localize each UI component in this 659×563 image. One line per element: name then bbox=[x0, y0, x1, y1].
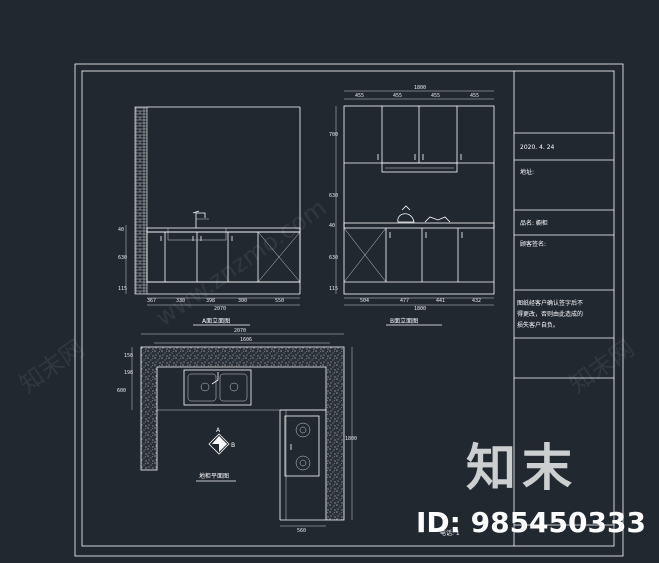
plan-top-inner: 1606 bbox=[240, 337, 252, 343]
b-height-3: 40 bbox=[329, 223, 335, 229]
b-height-2: 630 bbox=[329, 193, 338, 199]
a-height-3: 115 bbox=[118, 286, 127, 292]
range-hood bbox=[381, 162, 458, 173]
plan-view: 2070 1606 150 198 600 1800 560 bbox=[117, 328, 357, 534]
a-total: 2070 bbox=[214, 306, 226, 312]
plan-left-1: 150 bbox=[124, 353, 133, 359]
confirm-text-2: 得更改，否则由此造成的 bbox=[517, 310, 583, 318]
watermark-site-right: 知末网 bbox=[564, 334, 639, 398]
title-block: 2020. 4. 24 地址: 品名: 橱柜 顾客签名: 图纸经客户确认签字后不… bbox=[440, 71, 614, 546]
elevation-b: 1800 455 455 455 455 bbox=[329, 85, 495, 326]
elevation-a: 367 330 398 300 550 2070 40 630 115 A面立面… bbox=[118, 106, 301, 326]
b-top-width-2: 455 bbox=[393, 93, 402, 99]
a-width-1: 367 bbox=[147, 298, 156, 304]
arrow-b-label: B bbox=[231, 442, 235, 449]
watermark-site-left: 知末网 bbox=[14, 334, 89, 398]
arrow-a-label: A bbox=[216, 427, 221, 434]
b-height-1: 700 bbox=[329, 132, 338, 138]
b-top-total: 1800 bbox=[414, 85, 426, 91]
a-width-2: 330 bbox=[176, 298, 185, 304]
phone-label: 电话: 1 bbox=[440, 529, 460, 537]
customer-sign-label: 顾客签名: bbox=[520, 240, 546, 248]
elevation-a-title: A面立面图 bbox=[202, 317, 230, 325]
view-direction-symbol: A B bbox=[208, 427, 235, 455]
a-width-5: 550 bbox=[275, 298, 284, 304]
plan-left-3: 600 bbox=[117, 388, 126, 394]
plan-title: 地柜平面图 bbox=[199, 472, 229, 480]
counter-granite bbox=[140, 346, 345, 521]
b-total: 1800 bbox=[414, 306, 426, 312]
b-top-width-4: 455 bbox=[470, 93, 479, 99]
watermark-id: ID: 985450333 bbox=[416, 506, 646, 539]
b-height-4: 630 bbox=[329, 255, 338, 261]
address-label: 地址: bbox=[520, 168, 534, 176]
b-width-2: 477 bbox=[400, 298, 409, 304]
b-width-4: 432 bbox=[472, 298, 481, 304]
kettle bbox=[397, 213, 415, 223]
b-width-3: 441 bbox=[436, 298, 445, 304]
sink-a bbox=[167, 227, 227, 241]
elevation-b-title: B面立面图 bbox=[390, 317, 418, 325]
watermark-logo: 知末 bbox=[466, 439, 578, 497]
confirm-text-3: 损失客户自负。 bbox=[517, 321, 559, 329]
brick-wall bbox=[134, 106, 148, 295]
cooktop bbox=[284, 415, 320, 477]
a-width-3: 398 bbox=[206, 298, 215, 304]
plan-bottom-dim: 560 bbox=[297, 528, 306, 534]
a-height-2: 630 bbox=[118, 255, 127, 261]
plan-right-dim: 1800 bbox=[345, 436, 357, 442]
a-width-4: 300 bbox=[238, 298, 247, 304]
product-label: 品名: 橱柜 bbox=[520, 219, 548, 227]
plan-top-total: 2070 bbox=[234, 328, 246, 334]
double-sink bbox=[183, 369, 252, 406]
a-height-1: 40 bbox=[118, 227, 124, 233]
confirm-text-1: 图纸经客户确认签字后不 bbox=[517, 299, 583, 307]
watermark-url: www.znzmo.com bbox=[151, 193, 332, 331]
b-top-width-3: 455 bbox=[431, 93, 440, 99]
inner-frame bbox=[81, 70, 615, 547]
date-text: 2020. 4. 24 bbox=[520, 144, 555, 151]
plan-left-2: 198 bbox=[124, 370, 133, 376]
outer-frame bbox=[74, 63, 624, 557]
b-height-5: 115 bbox=[329, 286, 338, 292]
b-width-1: 504 bbox=[360, 298, 369, 304]
b-top-width-1: 455 bbox=[355, 93, 364, 99]
